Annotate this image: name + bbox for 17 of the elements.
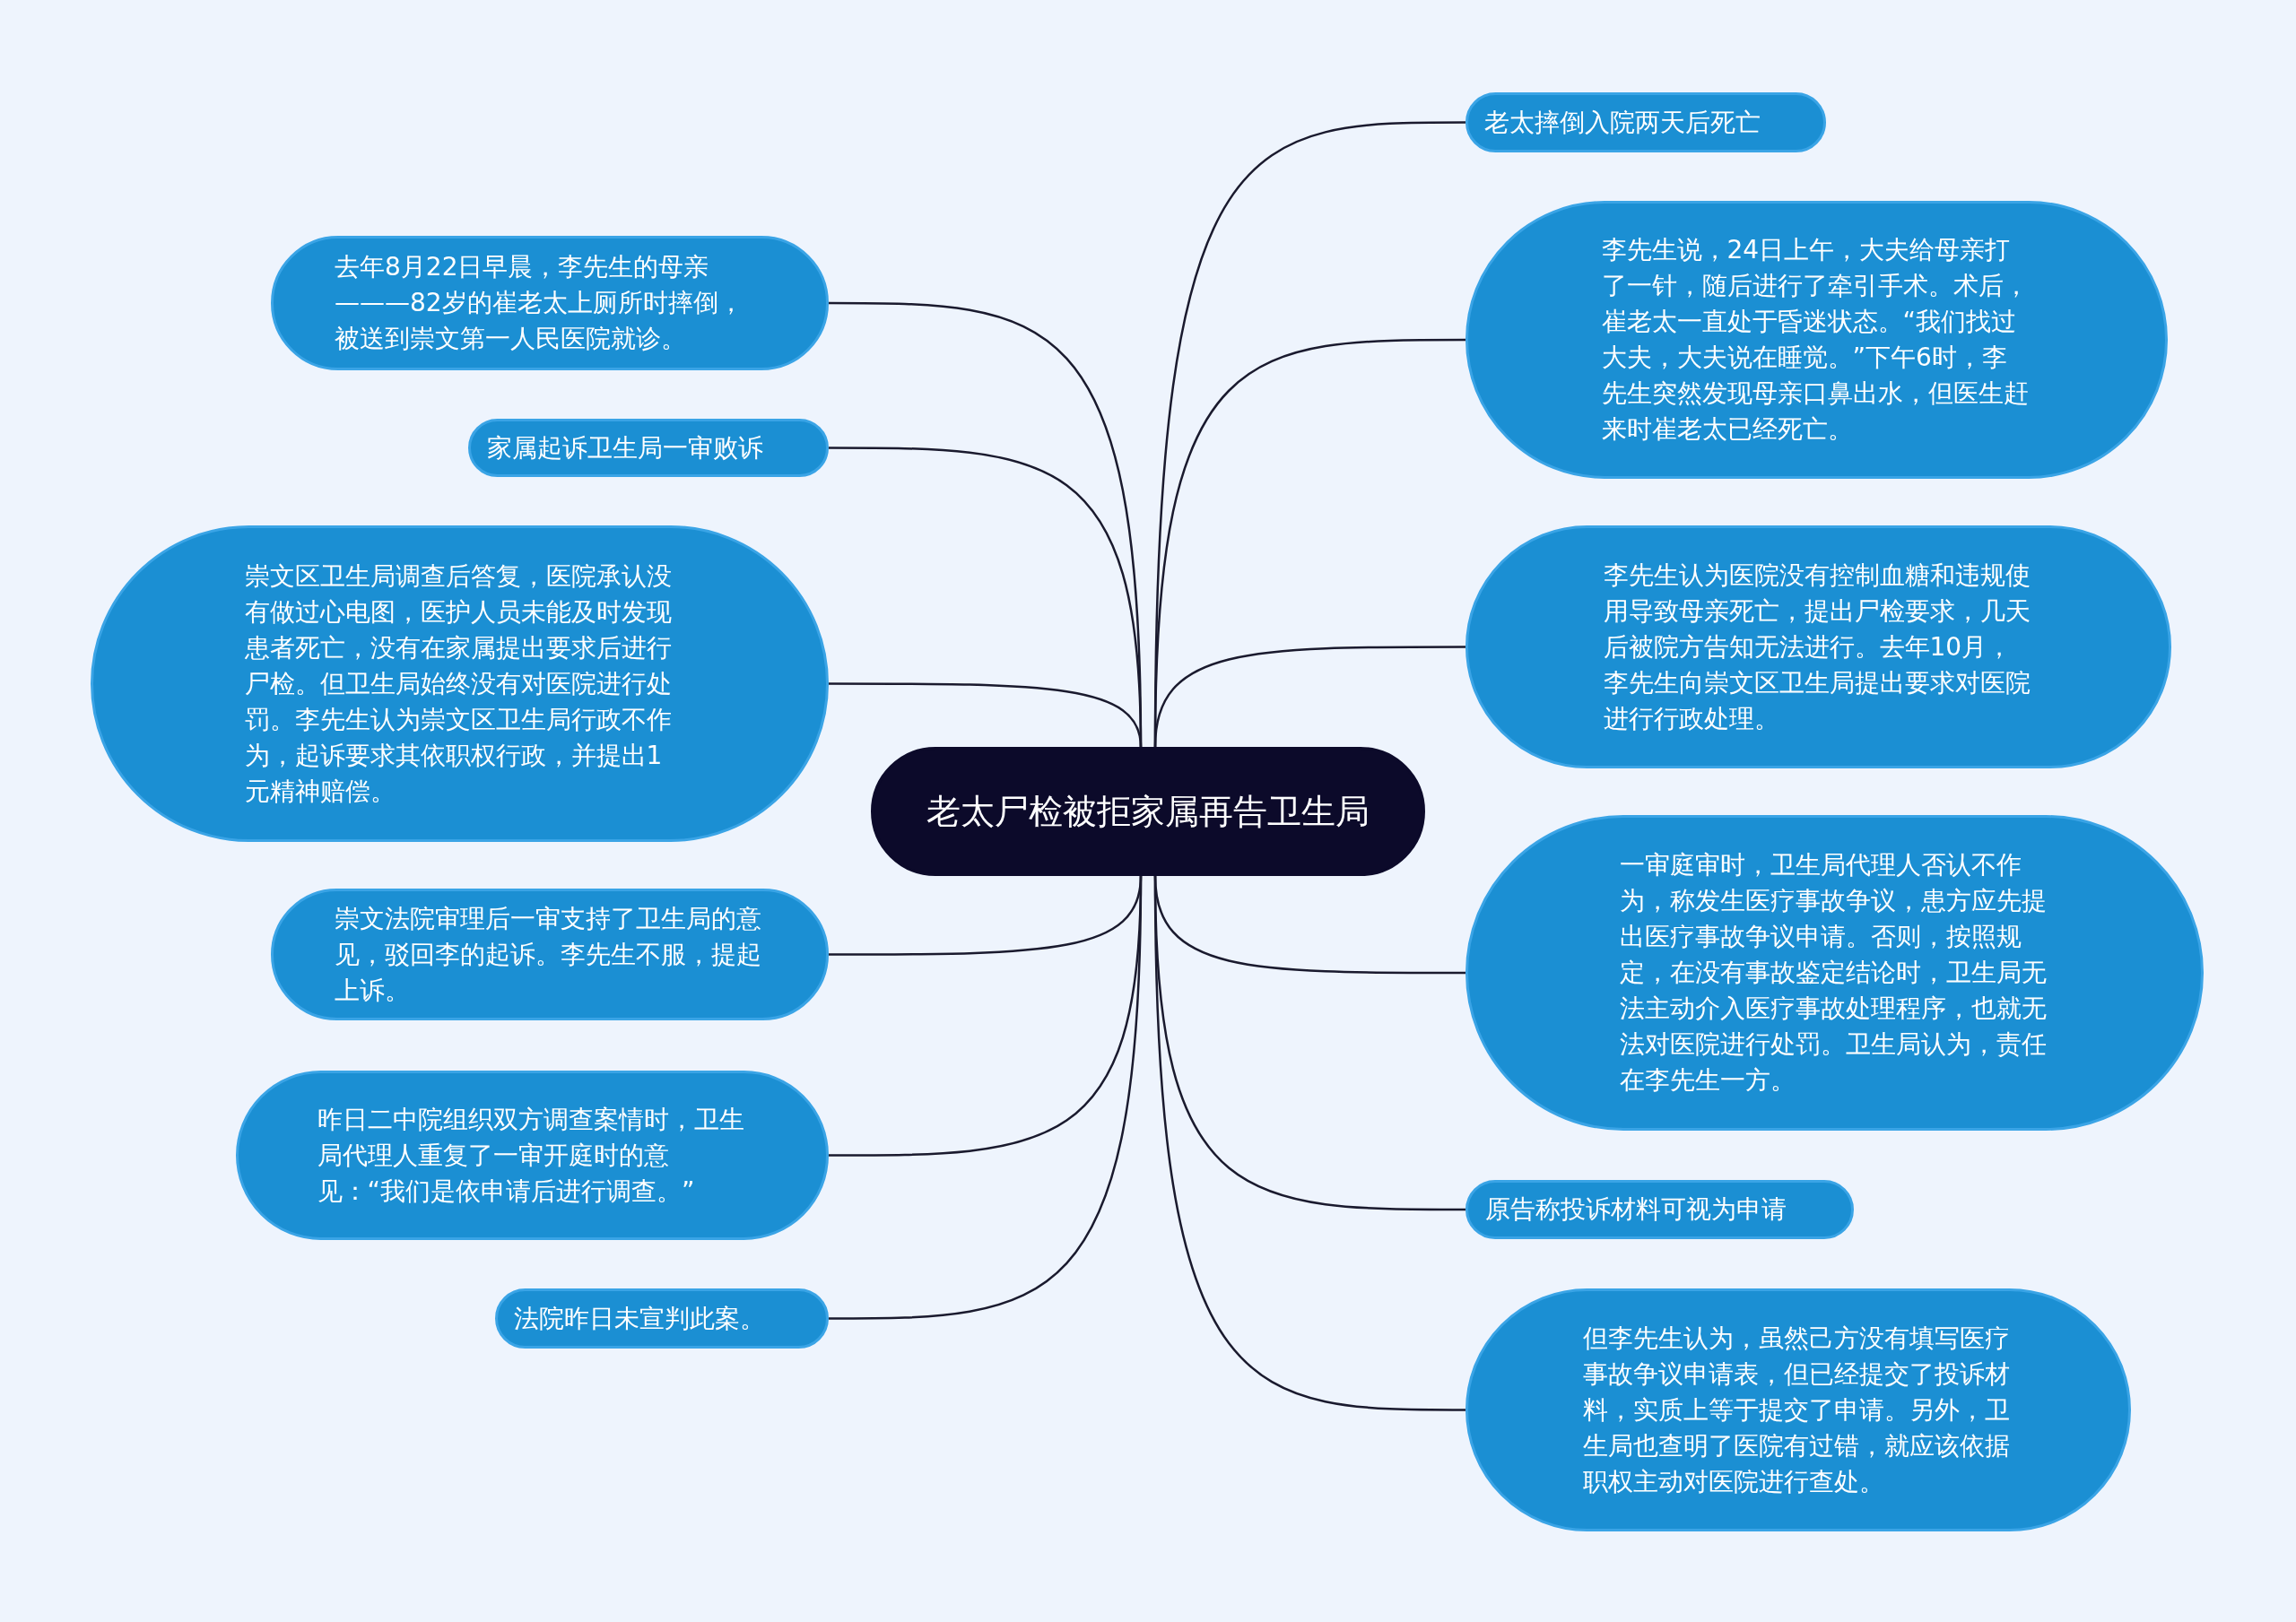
topic-text: 原告称投诉材料可视为申请 <box>1484 1193 1787 1226</box>
central-topic-text: 老太尸检被拒家属再告卫生局 <box>926 791 1370 833</box>
connector-curve <box>1153 646 1465 748</box>
topic-text: 老太摔倒入院两天后死亡 <box>1484 106 1761 139</box>
topic-text: 李先生认为医院没有控制血糖和违规使用导致母亲死亡，提出尸检要求，几天后被院方告知无法进行。去年10月，李先生向崇文区卫生局提出要求对医院进行行政处理。 <box>1603 559 2031 735</box>
topic-text: 去年8月22日早晨，李先生的母亲———82岁的崔老太上厕所时摔倒，被送到崇文第一人民医院就诊。 <box>335 251 744 355</box>
connector-curve <box>829 875 1143 1320</box>
connector-curve <box>1153 875 1465 1411</box>
topic-text: 但李先生认为，虽然己方没有填写医疗事故争议申请表，但已经提交了投诉材料，实质上等于提交了申请。另外，卫生局也查明了医院有过错，就应该依据职权主动对医院进行查处。 <box>1583 1322 2011 1498</box>
topic-text: 崇文区卫生局调查后答复，医院承认没有做过心电图，医护人员未能及时发现患者死亡，没有在家属提出要求后进行尸检。但卫生局始终没有对医院进行处罚。李先生认为崇文区卫生局行政不作为，起诉要求其依职权行政，并提出1元精神赔偿。 <box>244 559 673 808</box>
topic-text: 昨日二中院组织双方调查案情时，卫生局代理人重复了一审开庭时的意见：“我们是依申请后进行调查。” <box>317 1103 745 1208</box>
topic-text: 法院昨日未宣判此案。 <box>514 1302 766 1335</box>
topic-text: 崇文法院审理后一审支持了卫生局的意见，驳回李的起诉。李先生不服，提起上诉。 <box>335 902 762 1007</box>
connector-curve <box>829 682 1143 748</box>
topic-text: 李先生说，24日上午，大夫给母亲打了一针，随后进行了牵引手术。术后，崔老太一直处于昏迷状态。“我们找过大夫，大夫说在睡觉。”下午6时，李先生突然发现母亲口鼻出水，但医生赶来时崔老太已经死亡。 <box>1601 234 2030 446</box>
topic-text: 一审庭审时，卫生局代理人否认不作为，称发生医疗事故争议，患方应先提出医疗事故争议申请。否则，按照规定，在没有事故鉴定结论时，卫生局无法主动介入医疗事故处理程序，也就无法对医院进行处罚。卫生局认为，责任在李先生一方。 <box>1619 849 2048 1097</box>
topic-text: 家属起诉卫生局一审败诉 <box>487 431 764 464</box>
